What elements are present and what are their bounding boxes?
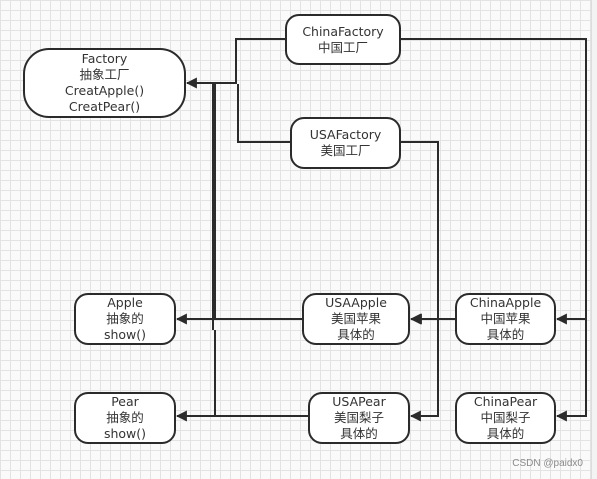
china-pear-node[interactable]: ChinaPear 中国梨子 具体的	[455, 392, 556, 444]
china-apple-kind: 具体的	[486, 327, 525, 342]
china-apple-title: ChinaApple	[469, 295, 542, 310]
edge-chinafactory-to-factory	[185, 38, 285, 89]
china-apple-node[interactable]: ChinaApple 中国苹果 具体的	[455, 293, 556, 345]
edge-usafactory-to-factory	[237, 84, 290, 143]
usa-factory-subtitle: 美国工厂	[320, 143, 371, 158]
china-apple-subtitle: 中国苹果	[480, 311, 531, 326]
factory-node[interactable]: Factory 抽象工厂 CreatApple() CreatPear()	[23, 48, 186, 118]
usa-apple-node[interactable]: USAApple 美国苹果 具体的	[302, 293, 410, 345]
apple-subtitle: 抽象的	[106, 311, 144, 326]
edge-usafactory-to-usaapple	[400, 141, 439, 325]
china-factory-subtitle: 中国工厂	[317, 39, 368, 55]
usa-pear-node[interactable]: USAPear 美国梨子 具体的	[308, 392, 410, 444]
china-pear-title: ChinaPear	[473, 394, 538, 409]
china-factory-node[interactable]: ChinaFactory 中国工厂	[285, 14, 401, 65]
pear-method: show()	[103, 426, 147, 441]
usa-apple-title: USAApple	[325, 295, 387, 310]
factory-method-pear: CreatPear()	[68, 99, 141, 114]
china-pear-subtitle: 中国梨子	[480, 410, 531, 425]
usa-pear-title: USAPear	[332, 394, 386, 409]
apple-method: show()	[103, 327, 147, 342]
usa-pear-kind: 具体的	[340, 426, 378, 441]
pear-subtitle: 抽象的	[106, 410, 144, 425]
canvas-edge	[591, 0, 597, 479]
usa-apple-kind: 具体的	[337, 327, 375, 342]
china-pear-kind: 具体的	[486, 426, 525, 441]
factory-title: Factory	[81, 51, 128, 66]
csdn-watermark: CSDN @paidx0	[512, 458, 583, 469]
pear-node[interactable]: Pear 抽象的 show()	[74, 392, 176, 444]
edge-chinafactory-to-chinapear	[555, 319, 587, 422]
edge-pear-to-factory	[212, 84, 216, 416]
factory-subtitle: 抽象工厂	[79, 67, 130, 82]
apple-title: Apple	[107, 295, 143, 310]
factory-method-apple: CreatApple()	[64, 83, 145, 98]
edge-usafactory-to-usapear	[409, 319, 439, 422]
edge-chinafactory-to-chinaapple	[400, 38, 587, 325]
usa-factory-node[interactable]: USAFactory 美国工厂	[290, 117, 401, 169]
apple-node[interactable]: Apple 抽象的 show()	[74, 293, 176, 345]
china-factory-title: ChinaFactory	[302, 23, 384, 39]
usa-pear-subtitle: 美国梨子	[333, 410, 384, 425]
pear-title: Pear	[111, 394, 139, 409]
usa-apple-subtitle: 美国苹果	[330, 311, 381, 326]
usa-factory-title: USAFactory	[309, 127, 382, 142]
